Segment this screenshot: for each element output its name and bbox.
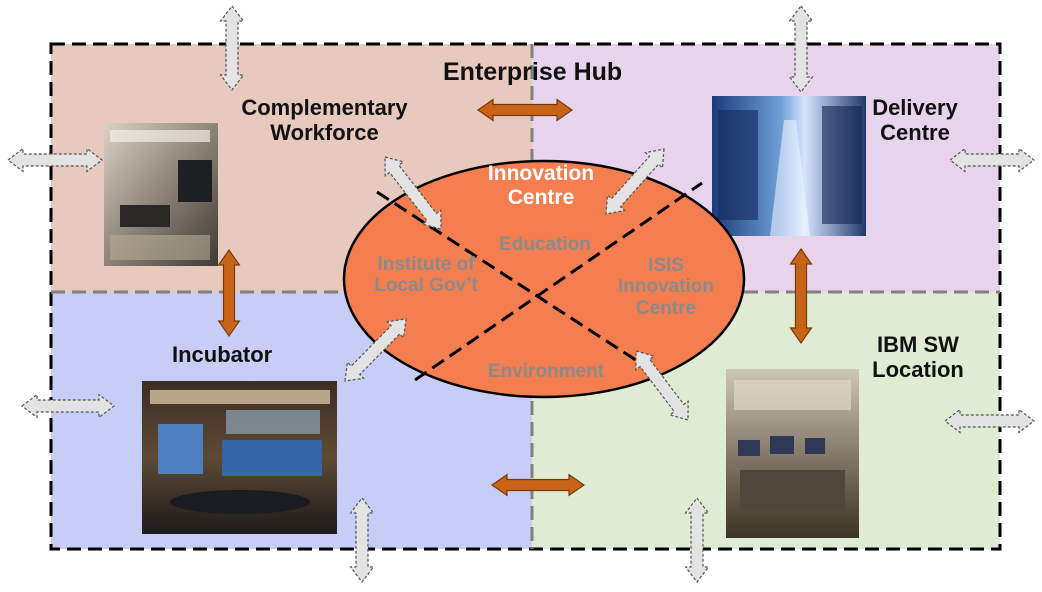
arrow-hub-bottom-link bbox=[490, 473, 586, 497]
complementary-workforce-label: Complementary Workforce bbox=[241, 95, 408, 145]
arrow-top-left-up bbox=[219, 5, 245, 91]
lab-photo bbox=[726, 369, 859, 538]
arrow-delivery-to-hub bbox=[605, 148, 665, 215]
ibm-sw-location-label: IBM SW Location bbox=[872, 332, 964, 382]
corridor-photo bbox=[712, 96, 866, 236]
arrows-layer bbox=[7, 5, 1035, 583]
arrow-right-top bbox=[949, 147, 1035, 173]
education-label: Education bbox=[499, 234, 591, 255]
environment-label: Environment bbox=[487, 361, 605, 382]
ellipse-divider-1 bbox=[376, 190, 649, 370]
arrow-top-right-up bbox=[788, 5, 814, 93]
innovation-centre-title: Innovation Centre bbox=[487, 162, 595, 209]
isis-label: ISIS Innovation Centre bbox=[617, 255, 715, 319]
arrow-hub-top-link bbox=[476, 98, 574, 122]
enterprise-hub-title: Enterprise Hub bbox=[443, 58, 623, 86]
institute-label: Institute of Local Gov’t bbox=[374, 254, 478, 297]
arrow-right-vertical-link bbox=[789, 247, 813, 345]
control-room-photo bbox=[142, 381, 337, 534]
arrow-bottom-right-down bbox=[684, 497, 710, 583]
arrow-right-bottom bbox=[944, 408, 1035, 434]
innovation-centre-ellipse bbox=[342, 159, 746, 399]
hub-border bbox=[49, 42, 1002, 551]
arrow-left-vertical-link bbox=[217, 248, 241, 338]
arrow-workforce-to-hub bbox=[384, 156, 442, 230]
ellipse-divider-2 bbox=[414, 181, 703, 382]
incubator-label: Incubator bbox=[172, 342, 273, 367]
office-photo bbox=[104, 123, 218, 266]
arrow-bottom-left-down bbox=[349, 497, 375, 583]
arrow-left-top bbox=[7, 147, 103, 173]
arrow-incubator-to-hub bbox=[344, 318, 407, 382]
delivery-centre-label: Delivery Centre bbox=[872, 95, 958, 145]
arrow-ibm-to-hub bbox=[635, 350, 689, 421]
arrow-left-bottom bbox=[21, 393, 115, 419]
